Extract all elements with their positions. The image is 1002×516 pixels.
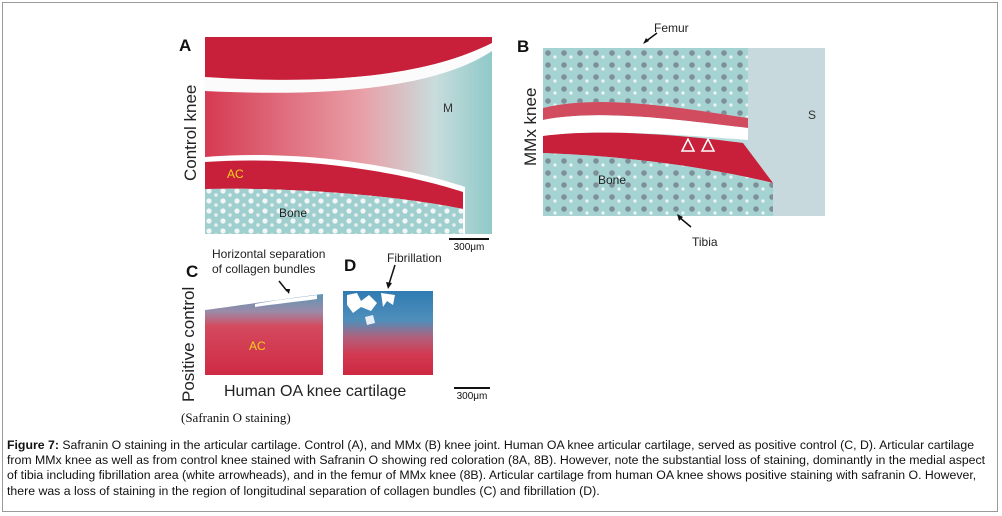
annotation-horizontal-separation: Horizontal separation of collagen bundle…	[212, 247, 326, 276]
label-m: M	[443, 101, 453, 115]
scale-bar-d-label: 300μm	[456, 391, 488, 402]
label-tibia: Tibia	[692, 235, 718, 249]
control-knee-label: Control knee	[181, 84, 200, 181]
stain-note: (Safranin O staining)	[181, 410, 291, 425]
label-ac-a: AC	[227, 167, 244, 181]
white-arrowheads-icon	[680, 138, 720, 152]
mmx-knee-label: MMx knee	[521, 87, 540, 166]
scale-bar-line	[449, 238, 489, 240]
panel-a-letter: A	[179, 36, 192, 55]
label-ac-c: AC	[249, 339, 266, 353]
label-femur: Femur	[654, 21, 689, 35]
fibrillation-arrow-icon	[385, 264, 399, 290]
caption-label: Figure 7:	[7, 438, 59, 452]
panel-b-letter: B	[517, 37, 530, 56]
label-bone-b: Bone	[598, 173, 627, 187]
annotation-fibrillation: Fibrillation	[387, 251, 442, 265]
panel-a-micrograph	[205, 37, 492, 234]
label-s: S	[808, 108, 817, 122]
panel-d-letter: D	[344, 256, 357, 275]
tibia-arrow-icon	[675, 214, 695, 228]
separation-arrow-icon	[277, 280, 291, 294]
caption-text: Safranin O staining in the articular car…	[7, 438, 986, 498]
panel-c-letter: C	[186, 262, 199, 281]
scale-bar-line	[454, 387, 490, 389]
label-bone-a: Bone	[279, 206, 308, 220]
figure-caption: Figure 7: Safranin O staining in the art…	[7, 438, 995, 499]
panel-b-micrograph	[543, 48, 825, 216]
femur-arrow-icon	[641, 32, 661, 44]
scale-bar-a: 300μm	[446, 238, 492, 253]
panel-d-micrograph	[343, 291, 433, 375]
positive-control-label: Positive control	[179, 286, 198, 402]
panel-c-micrograph	[205, 290, 323, 375]
scale-bar-a-label: 300μm	[453, 242, 485, 253]
scale-bar-d: 300μm	[452, 387, 492, 402]
human-oa-label: Human OA knee cartilage	[224, 383, 407, 400]
